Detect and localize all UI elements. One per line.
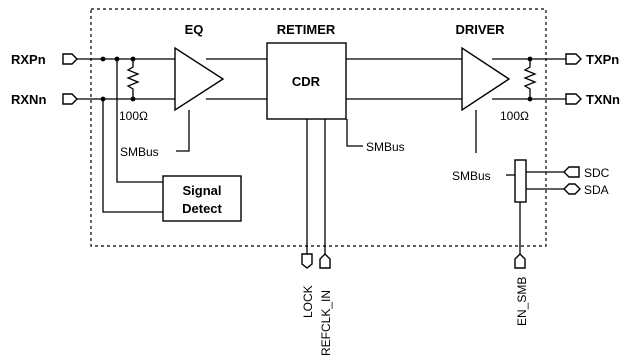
signal-detect-label-2: Detect bbox=[182, 201, 222, 216]
output-resistor bbox=[523, 59, 537, 99]
signal-detect-label-1: Signal bbox=[182, 183, 221, 198]
cdr-smbus-wire bbox=[346, 119, 363, 147]
signal-detect-block bbox=[162, 175, 242, 222]
retimer-label: RETIMER bbox=[277, 22, 336, 37]
txn-pin bbox=[565, 93, 582, 105]
sdc-label: SDC bbox=[584, 166, 610, 180]
input-resistor bbox=[126, 59, 140, 99]
txp-label: TXPn bbox=[586, 52, 619, 67]
lock-pin bbox=[301, 253, 313, 269]
refclk-label: REFCLK_IN bbox=[319, 290, 333, 356]
refclk-pin bbox=[319, 253, 331, 269]
junction-dot bbox=[100, 56, 106, 62]
eq-amplifier bbox=[174, 46, 225, 112]
driver-label: DRIVER bbox=[455, 22, 505, 37]
rxn-pin bbox=[62, 93, 78, 105]
txp-pin bbox=[565, 53, 582, 65]
rxn-label: RXNn bbox=[11, 92, 46, 107]
en-smb-label: EN_SMB bbox=[515, 277, 529, 326]
driver-amplifier bbox=[461, 46, 511, 112]
output-resistor-label: 100Ω bbox=[500, 109, 529, 123]
input-resistor-label: 100Ω bbox=[119, 109, 148, 123]
sd-tap-n bbox=[102, 99, 163, 213]
sda-label: SDA bbox=[584, 183, 609, 197]
cdr-label: CDR bbox=[292, 74, 321, 89]
sda-pin bbox=[563, 183, 581, 195]
rxp-pin bbox=[62, 53, 78, 65]
eq-smbus-wire bbox=[176, 110, 190, 152]
sdc-pin bbox=[563, 166, 580, 178]
cdr-smbus-label: SMBus bbox=[366, 140, 405, 154]
sd-tap-p bbox=[116, 59, 163, 183]
rxp-label: RXPn bbox=[11, 52, 46, 67]
lock-label: LOCK bbox=[301, 285, 315, 318]
eq-label: EQ bbox=[185, 22, 204, 37]
txn-label: TXNn bbox=[586, 92, 620, 107]
driver-smbus-label: SMBus bbox=[452, 169, 491, 183]
en-smb-pin bbox=[514, 253, 526, 269]
device-boundary bbox=[90, 8, 547, 247]
eq-smbus-label: SMBus bbox=[120, 145, 159, 159]
smbus-interface-block bbox=[514, 159, 527, 203]
